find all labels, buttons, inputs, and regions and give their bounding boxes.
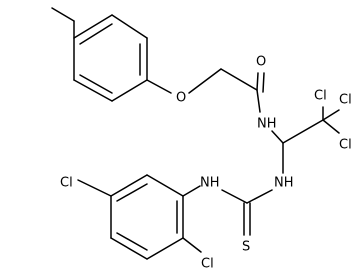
dichlorophenyl-ring	[110, 174, 184, 260]
bond-c-cl2	[322, 109, 340, 121]
bond-carbonyl-double-a	[256, 72, 259, 91]
bond-ch-ccl3	[282, 119, 324, 144]
bond-ether-ch2	[188, 68, 222, 94]
ring-chlorine-2-label: Cl	[201, 257, 214, 271]
amide-nh-label: NH	[257, 117, 277, 132]
ethylphenyl-ring	[73, 14, 148, 102]
bond-aryl-ether	[146, 79, 172, 94]
chlorine-3-label: Cl	[339, 138, 352, 153]
chlorine-1-label: Cl	[314, 89, 327, 104]
bond-carbonyl-amide	[256, 89, 261, 113]
thione-sulfur-label: S	[242, 240, 250, 255]
bond-ring-cl2	[182, 237, 202, 253]
ether-oxygen-label: O	[176, 91, 186, 106]
bond-ring-cl5	[77, 179, 112, 197]
bond-carbonyl-double-b	[262, 72, 265, 93]
bond-c-cl3	[322, 119, 340, 134]
carbonyl-oxygen-label: O	[256, 55, 266, 70]
bond-ch2-carbonyl	[220, 68, 258, 91]
bond-ethyl-ch3	[51, 7, 75, 22]
chlorine-2-label: Cl	[339, 93, 352, 108]
bond-nh-cs	[246, 189, 273, 204]
bond-amide-ch	[271, 130, 284, 144]
thiourea-nh-right-label: NH	[274, 176, 294, 191]
ring-chlorine-5-label: Cl	[60, 176, 73, 191]
bond-nh-aryl	[182, 185, 201, 197]
bond-cs-nh-aryl	[221, 189, 248, 204]
thiourea-nh-left-label: NH	[200, 176, 220, 191]
